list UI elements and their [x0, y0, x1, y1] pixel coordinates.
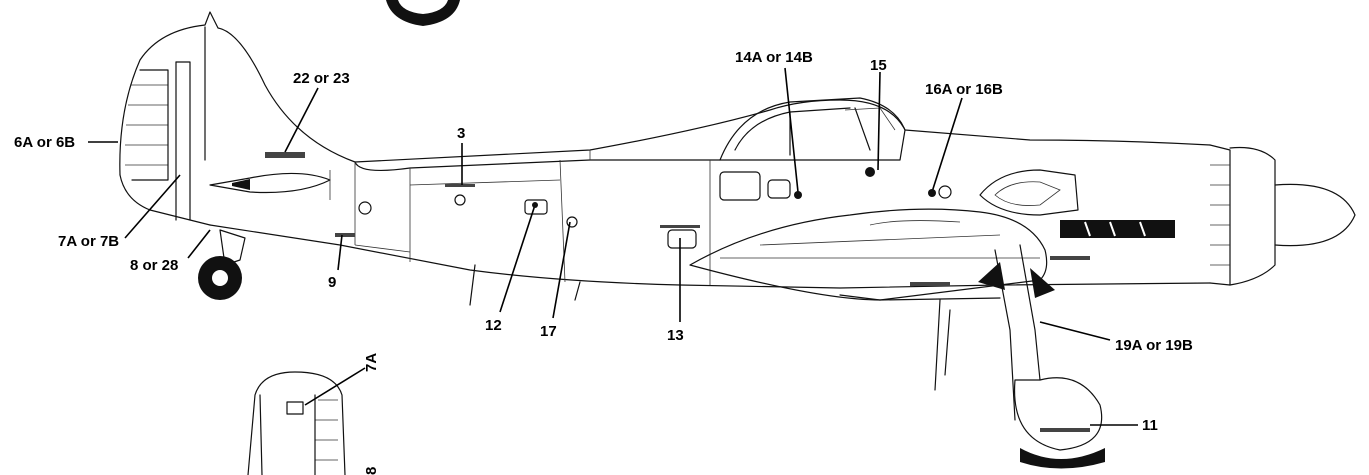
callout-16: 16A or 16B: [925, 81, 1003, 98]
rudder-ribs: [125, 69, 169, 181]
callout-12: 12: [485, 317, 502, 334]
callout-9: 9: [328, 274, 336, 291]
callout-8: 8 or 28: [130, 257, 178, 274]
main-landing-gear: [978, 244, 1105, 469]
callout-8-rotated: 8: [363, 467, 380, 475]
tail-exhaust-detail: [209, 170, 331, 200]
callout-13: 13: [667, 327, 684, 344]
leader-lines: [88, 67, 1138, 426]
callout-7a-rotated: 7A: [363, 353, 380, 372]
callout-22: 22 or 23: [293, 70, 350, 87]
top-wheel: [386, 0, 460, 26]
callout-labels: 6A or 6B 7A or 7B 8 or 28 9 3 22 or 23 1…: [14, 49, 1193, 475]
tail-detail-view: [247, 371, 346, 475]
aircraft-side-view: [119, 11, 1356, 469]
callout-11: 11: [1142, 417, 1158, 434]
callout-6: 6A or 6B: [14, 134, 75, 151]
engine-cowling: [1060, 144, 1356, 286]
tail-wheel: [198, 229, 246, 300]
canopy: [719, 97, 906, 161]
wing: [689, 208, 1048, 301]
callout-15: 15: [870, 57, 887, 74]
marking-items: [265, 152, 1090, 432]
intake: [979, 169, 1079, 216]
callout-14: 14A or 14B: [735, 49, 813, 66]
callout-19: 19A or 19B: [1115, 337, 1193, 354]
callout-17: 17: [540, 323, 557, 340]
callout-3: 3: [457, 125, 465, 142]
callout-7: 7A or 7B: [58, 233, 119, 250]
